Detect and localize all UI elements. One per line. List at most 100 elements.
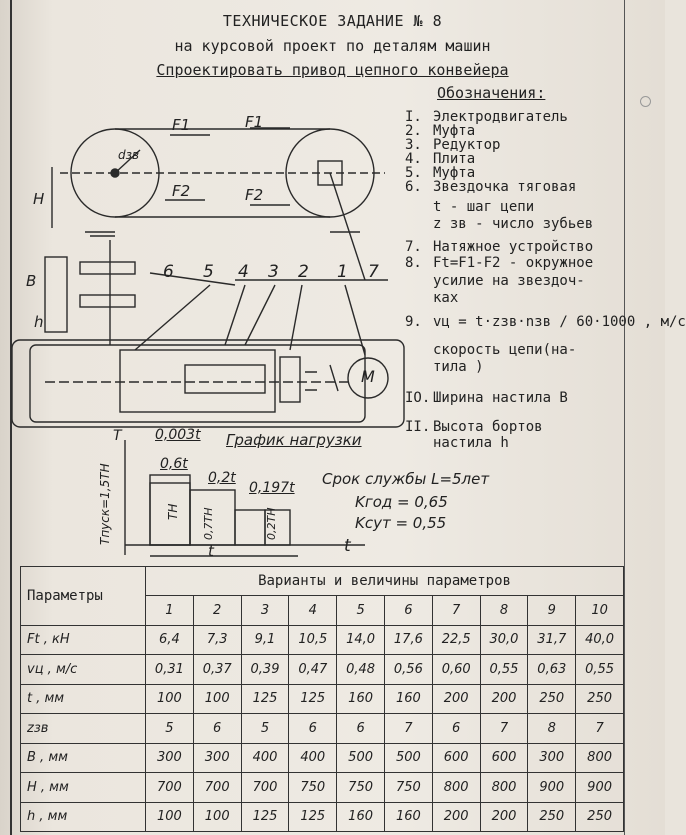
table-cell: 800 xyxy=(575,742,624,773)
leader-2 xyxy=(289,284,303,351)
legend-item: 6.Звездочка тяговая xyxy=(405,180,576,195)
label-motor: M xyxy=(361,367,375,386)
legend-item: t - шаг цепи xyxy=(405,200,534,215)
leader-5 xyxy=(134,284,211,351)
legend-heading: Обозначения: xyxy=(437,84,546,102)
legend-item-text: Ft=F1-F2 - окружное xyxy=(433,255,594,271)
label-t-axis: t xyxy=(208,542,214,560)
table-cell: 6,4 xyxy=(145,624,194,655)
table-cell: 30,0 xyxy=(479,624,529,655)
legend-item: II.Высота бортов xyxy=(405,420,543,435)
table-cell: 200 xyxy=(431,683,481,714)
table-header-row: Параметры Варианты и величины параметров xyxy=(20,566,624,626)
load-step-02 xyxy=(264,509,291,546)
table-cell: 250 xyxy=(575,683,624,714)
leader-1 xyxy=(344,284,366,356)
coupling-2 xyxy=(279,356,301,403)
callout-4: 4 xyxy=(238,262,249,282)
label-f1-right: F1 xyxy=(245,113,264,131)
table-cell: 9,1 xyxy=(240,624,290,655)
label-tpusk: Tпуск=1,5TH xyxy=(98,463,112,545)
variant-number: 6 xyxy=(383,595,433,626)
table-cell: 40,0 xyxy=(575,624,624,655)
label-th: TH xyxy=(166,503,180,520)
table-cell: 6 xyxy=(288,713,338,744)
table-cell: 900 xyxy=(575,772,624,803)
legend-item: IO.Ширина настила B xyxy=(405,391,568,406)
table-cell: 17,6 xyxy=(383,624,433,655)
table-cell: 125 xyxy=(240,801,290,832)
service-life: Срок службы L=5лет xyxy=(322,470,490,488)
legend-item-number: 7. xyxy=(405,239,422,255)
table-cell: 7 xyxy=(383,713,433,744)
legend-item-number: IO. xyxy=(405,390,431,406)
table-cell: 100 xyxy=(192,683,242,714)
legend-item-text: z зв - число зубьев xyxy=(433,216,594,232)
label-t-0197: 0,197t xyxy=(249,480,295,496)
load-graph-title: График нагрузки xyxy=(226,431,362,449)
legend-item-number: 2. xyxy=(405,123,422,139)
legend-item-text: Редуктор xyxy=(433,137,501,153)
sprocket-top-b xyxy=(79,294,136,308)
legend-item-text: Звездочка тяговая xyxy=(433,179,577,195)
legend-item-text: Натяжное устройство xyxy=(433,239,594,255)
table-cell: 250 xyxy=(575,801,624,832)
table-cell: 0,31 xyxy=(145,654,194,685)
variant-number: 5 xyxy=(336,595,385,626)
variant-number: 4 xyxy=(288,595,338,626)
table-cell: 6 xyxy=(336,713,385,744)
table-cell: 600 xyxy=(479,742,529,773)
table-cell: 800 xyxy=(479,772,529,803)
label-B: B xyxy=(26,272,37,290)
table-cell: 400 xyxy=(288,742,338,773)
table-cell: 800 xyxy=(431,772,481,803)
legend-item-number: 8. xyxy=(405,255,422,271)
table-cell: 10,5 xyxy=(288,624,338,655)
table-cell: 300 xyxy=(527,742,577,773)
callout-5: 5 xyxy=(203,262,214,282)
reducer-housing xyxy=(119,349,276,413)
legend-item: ках xyxy=(405,291,458,306)
legend-item: 2.Муфта xyxy=(405,124,475,139)
table-cell: 750 xyxy=(383,772,433,803)
row-parameter-name: t , мм xyxy=(20,683,146,714)
legend-item-text: ках xyxy=(433,290,459,306)
document-subtitle: на курсовой проект по деталям машин xyxy=(174,37,491,55)
label-T: T xyxy=(113,428,122,444)
table-cell: 160 xyxy=(336,801,385,832)
label-07th: 0,7TH xyxy=(202,507,215,540)
legend-item-text: Муфта xyxy=(433,165,476,181)
table-cell: 200 xyxy=(479,801,529,832)
table-cell: 7 xyxy=(479,713,529,744)
table-cell: 22,5 xyxy=(431,624,481,655)
table-cell: 300 xyxy=(145,742,194,773)
callout-7: 7 xyxy=(368,262,379,282)
legend-item: настила h xyxy=(405,436,509,451)
legend-item-number: II. xyxy=(405,419,431,435)
table-cell: 0,56 xyxy=(383,654,433,685)
ground-hatch xyxy=(85,231,360,237)
table-cell: 8 xyxy=(527,713,577,744)
param-header: Параметры xyxy=(20,566,146,626)
row-parameter-name: zзв xyxy=(20,713,146,744)
table-cell: 250 xyxy=(527,801,577,832)
table-cell: 0,63 xyxy=(527,654,577,685)
leader-4 xyxy=(224,284,246,346)
label-02th: 0,2TH xyxy=(265,507,278,540)
legend-item: 4.Плита xyxy=(405,152,475,167)
plate-outline xyxy=(11,339,405,428)
legend-item: скорость цепи(на- xyxy=(405,343,576,358)
legend-item: усилие на звездоч- xyxy=(405,274,585,289)
reducer-gear xyxy=(184,364,266,394)
label-t-06: 0,6t xyxy=(160,456,188,472)
table-cell: 100 xyxy=(192,801,242,832)
label-f2-right: F2 xyxy=(245,186,264,204)
table-cell: 125 xyxy=(288,801,338,832)
table-cell: 200 xyxy=(431,801,481,832)
table-cell: 400 xyxy=(240,742,290,773)
legend-item-text: Высота бортов xyxy=(433,419,543,435)
page-frame xyxy=(10,0,625,835)
legend-item-text: скорость цепи(на- xyxy=(433,342,577,358)
